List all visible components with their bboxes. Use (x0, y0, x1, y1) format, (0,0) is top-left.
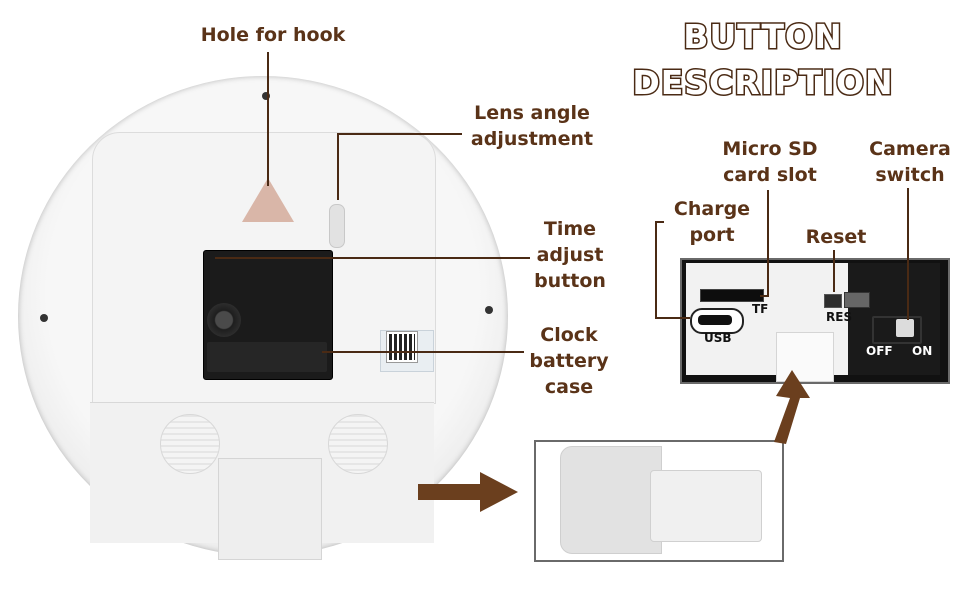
label-battery-line3: case (544, 376, 594, 398)
reset-indicator (844, 292, 870, 308)
label-time-adjust-line2: adjust (536, 244, 604, 266)
arrow-up-icon (774, 370, 810, 444)
reset-button (824, 294, 842, 308)
usb-port-inner (698, 315, 732, 325)
speaker-vent-right-icon (328, 414, 388, 474)
label-battery-line2: battery (529, 350, 609, 372)
label-micro-sd-line2: card slot (723, 164, 817, 186)
label-lens-angle-line1: Lens angle (474, 102, 590, 124)
lens-adjust-knob (329, 204, 345, 248)
inset-clock-edge (560, 446, 662, 554)
res-text: RES (826, 310, 853, 324)
tf-text: TF (752, 302, 769, 316)
left-hole (40, 314, 48, 322)
label-charge-port-line2: port (689, 224, 735, 246)
label-hole-for-hook: Hole for hook (200, 24, 346, 46)
label-micro-sd-line1: Micro SD (722, 138, 818, 160)
label-camera-switch-line2: switch (875, 164, 945, 186)
label-time-adjust-line3: button (534, 270, 606, 292)
label-battery-line1: Clock (540, 324, 598, 346)
top-hole (262, 92, 270, 100)
usb-text: USB (704, 331, 732, 345)
label-charge-port-line1: Charge (673, 198, 751, 220)
leader-lens (337, 133, 462, 200)
usb-port (690, 308, 744, 334)
battery-door (218, 458, 322, 560)
page-title: BUTTON DESCRIPTION (631, 16, 894, 104)
arrow-right-icon (418, 472, 518, 512)
right-hole (485, 306, 493, 314)
speaker-vent-left-icon (160, 414, 220, 474)
qr-code-icon (386, 331, 418, 363)
leader-sd (760, 190, 769, 297)
battery-case (207, 342, 327, 372)
label-time-adjust-line1: Time (543, 218, 597, 240)
camera-switch-knob (896, 319, 914, 337)
on-text: ON (912, 344, 933, 358)
inset-stand-piece (650, 470, 762, 542)
off-text: OFF (866, 344, 893, 358)
label-lens-angle-line2: adjustment (470, 128, 594, 150)
charge-plug (776, 332, 834, 382)
time-adjust-knob (207, 303, 241, 337)
label-reset: Reset (805, 226, 867, 248)
label-camera-switch-line1: Camera (869, 138, 951, 160)
leader-charge (655, 221, 690, 319)
